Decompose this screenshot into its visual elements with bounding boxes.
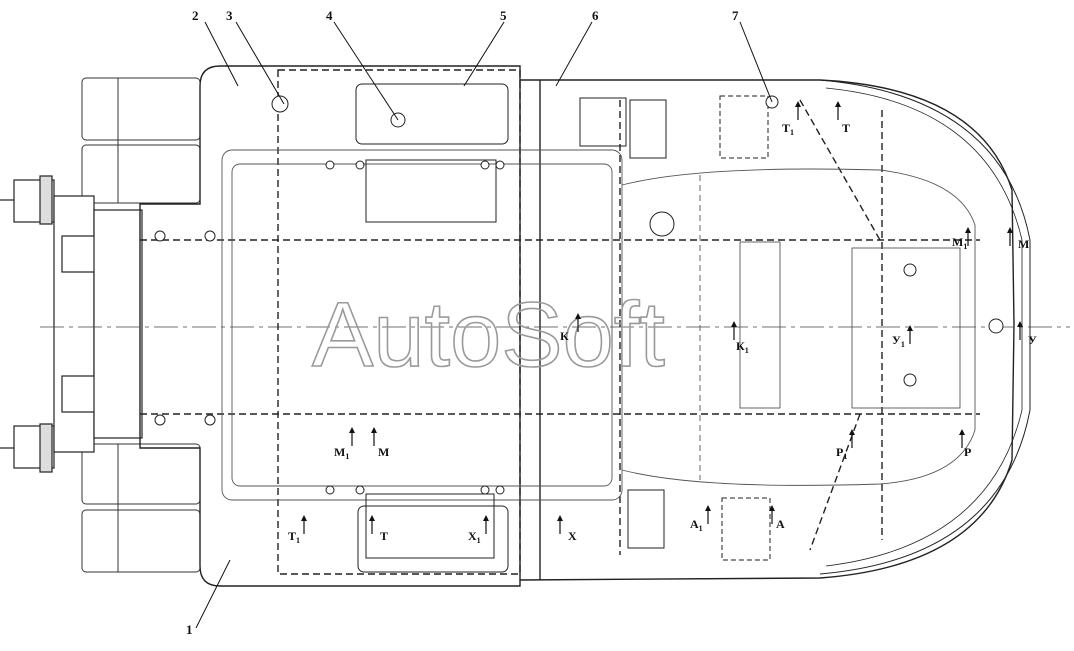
section-labels: Т1 Т М1 М К К1 У1 У М1 М Р1 Р Т1 Т Х1 Х …	[288, 121, 1037, 545]
section-arrows	[301, 101, 1023, 534]
section-label-m-right: М	[1018, 237, 1029, 251]
section-label-m1-left: М1	[334, 445, 349, 461]
battery-panels	[355, 83, 771, 573]
section-label-u: У	[1028, 333, 1037, 347]
section-label-t1-top: Т1	[782, 121, 794, 137]
section-label-m-left: М	[378, 445, 389, 459]
callout-3: 3	[226, 8, 233, 23]
section-label-m1-right: М1	[952, 235, 967, 251]
watermark: AutoSoft	[312, 284, 665, 386]
callout-4: 4	[326, 8, 333, 23]
section-label-a: А	[776, 517, 785, 531]
section-label-k1: К1	[736, 339, 749, 355]
section-label-r: Р	[964, 445, 971, 459]
section-label-a1: А1	[690, 517, 703, 533]
fork-carriage	[0, 175, 143, 473]
section-label-t1-bottom: Т1	[288, 529, 300, 545]
callout-5: 5	[500, 8, 507, 23]
section-label-k: К	[560, 329, 569, 343]
section-label-t-bottom: Т	[380, 529, 388, 543]
section-label-x: Х	[568, 529, 577, 543]
inner-chassis	[221, 149, 976, 501]
callout-2: 2	[192, 8, 199, 23]
callout-6: 6	[592, 8, 599, 23]
section-label-t-top: Т	[842, 121, 850, 135]
callout-1: 1	[186, 622, 193, 637]
section-label-x1: Х1	[468, 529, 481, 545]
section-label-r1: Р1	[836, 445, 847, 461]
section-label-u1: У1	[892, 333, 905, 349]
callout-7: 7	[732, 8, 739, 23]
bolt-markers	[154, 95, 1004, 495]
callout-leaders	[195, 21, 773, 629]
